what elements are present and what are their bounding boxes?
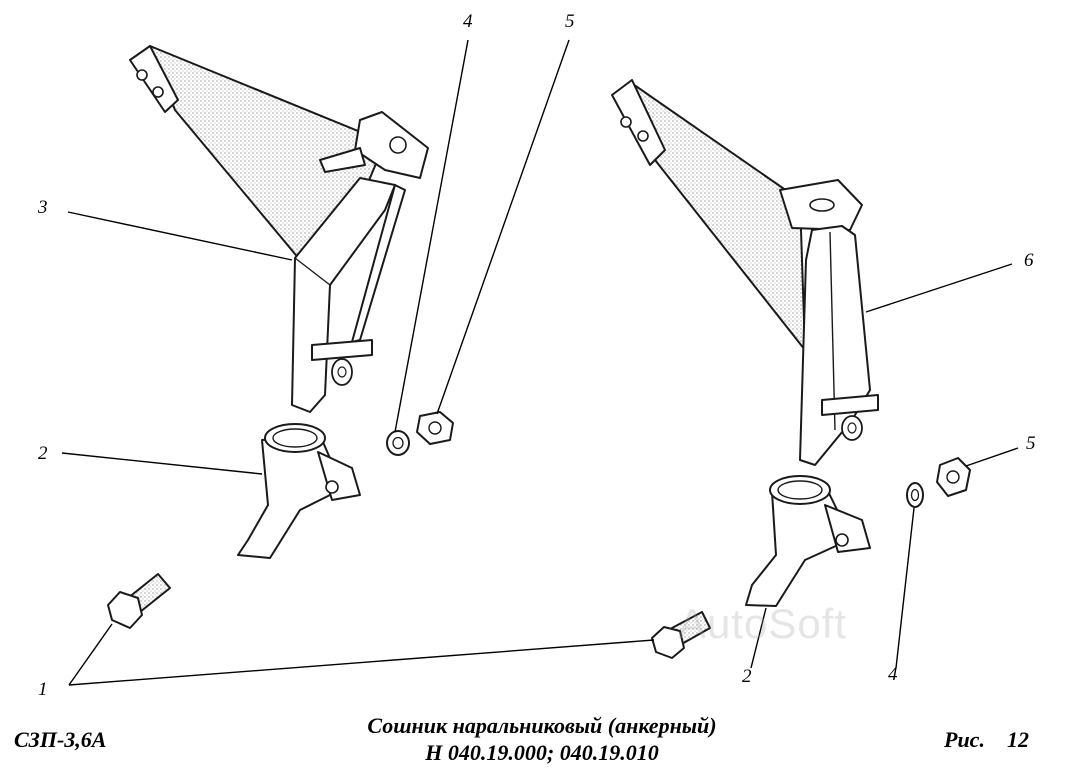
callout-1: 1 [38,679,48,700]
left-coulter-assembly [107,45,454,629]
bolt-right [651,611,711,659]
clamp-left [237,423,361,559]
figure-label: Рис. 12 [944,727,1029,753]
callout-2-right: 2 [742,666,752,687]
clamp-right [745,475,871,607]
callout-2-left: 2 [38,443,48,464]
bolt-left [107,573,171,629]
figure-number: 12 [1006,727,1029,752]
callout-4-bottom: 4 [888,664,898,685]
leader-lines [61,39,1019,686]
title-line-2: Н 040.19.000; 040.19.010 [425,740,659,765]
diagram-title: Сошник наральниковый (анкерный) Н 040.19… [0,712,1084,766]
coulter-stand-left [129,45,429,413]
machine-model: СЗП-3,6А [14,727,107,752]
figure-prefix: Рис. [944,727,985,752]
callout-5-top: 5 [565,11,575,32]
callout-5-right: 5 [1026,433,1036,454]
right-coulter-assembly [611,79,971,659]
coulter-stand-right [611,79,879,466]
title-line-1: Сошник наральниковый (анкерный) [367,713,717,738]
callout-3: 3 [37,197,48,218]
callout-4-top: 4 [463,11,473,32]
callout-6: 6 [1024,250,1034,271]
watermark: AutoSoft [678,600,848,647]
